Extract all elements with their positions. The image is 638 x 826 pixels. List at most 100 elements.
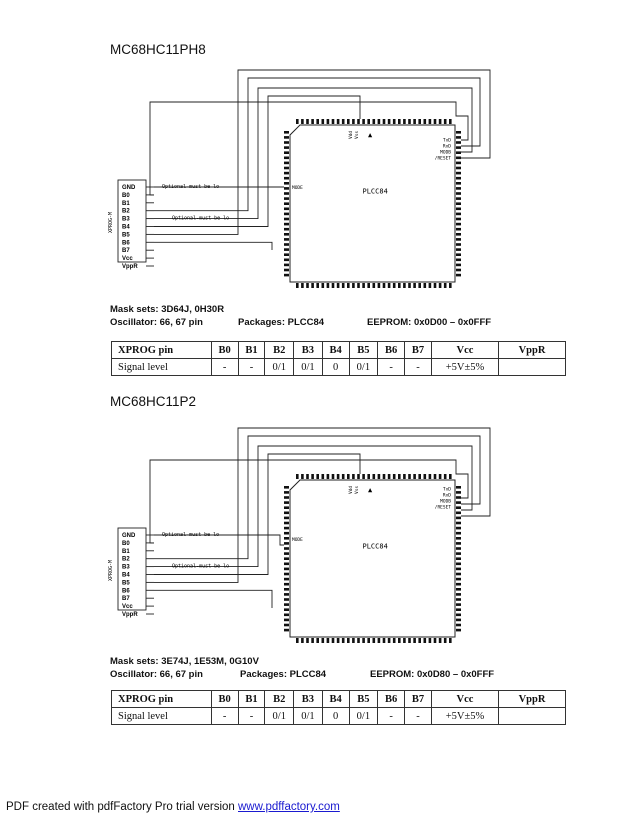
chip-pin	[284, 603, 289, 606]
chip-pin	[296, 638, 299, 643]
chip-pin	[456, 567, 461, 571]
chip-pin	[284, 598, 289, 601]
table-cell	[498, 707, 566, 725]
top-pin-label: Vss	[354, 486, 360, 494]
chip-pin	[456, 192, 461, 195]
chip-pin	[284, 501, 289, 504]
table-header-cell: XPROG pin	[111, 690, 212, 708]
chip-pin	[428, 119, 432, 124]
wire-b0	[149, 101, 469, 196]
chip-pin	[321, 474, 325, 479]
chip-pin	[449, 638, 452, 643]
wire-b0	[149, 459, 469, 544]
chip-pin	[456, 253, 461, 256]
chip-pin	[284, 243, 289, 246]
connector-pin-label: B2	[122, 557, 130, 563]
chip-pin	[284, 496, 289, 499]
chip-pin	[456, 258, 461, 262]
footer-text: PDF created with pdfFactory Pro trial ve…	[6, 801, 238, 813]
chip-pin	[403, 474, 406, 479]
table-header-cell: B4	[321, 690, 350, 708]
chip-pin	[377, 119, 381, 124]
chip-pin	[398, 283, 401, 288]
chip-pin	[392, 638, 396, 643]
chip-pin	[284, 166, 289, 170]
connector-pin-label: B3	[122, 565, 130, 571]
connector-pin-label: B2	[122, 209, 130, 215]
chip-pin	[284, 182, 289, 185]
chip-pin	[456, 547, 461, 550]
chip-pin	[456, 577, 461, 581]
chip-pin	[408, 474, 411, 479]
chip-pin	[456, 557, 461, 560]
chip-pin	[331, 283, 335, 288]
chip-pin	[449, 283, 452, 288]
table-cell: 0/1	[293, 707, 323, 725]
chip-pin	[413, 638, 416, 643]
wire-b6	[154, 589, 273, 608]
connector-pin-label: B0	[122, 193, 130, 199]
chip-pin	[408, 283, 411, 288]
chip-pin	[449, 119, 452, 124]
chip-pin	[456, 491, 461, 494]
chip-pin	[326, 283, 330, 288]
right-pin-label: TxD	[443, 138, 451, 144]
chip-pin	[284, 557, 289, 560]
chip-pin	[311, 119, 314, 124]
connector-pin-label: B4	[122, 573, 130, 579]
wire-b5	[154, 69, 491, 235]
chip-pin	[456, 521, 461, 525]
chip-pin	[284, 608, 289, 611]
chip-pin	[306, 474, 309, 479]
chip-pin	[362, 474, 365, 479]
chip-pin	[456, 608, 461, 611]
chip-pin	[398, 638, 401, 643]
chip-pin	[456, 273, 461, 277]
optional-note-2: Optional-must be lo	[172, 216, 229, 222]
wire-b4	[154, 453, 361, 575]
table-header-cell: Vcc	[431, 690, 499, 708]
chip-pin	[284, 491, 289, 494]
chip-pin	[428, 474, 432, 479]
table-cell: -	[377, 707, 406, 725]
chip-pin	[284, 526, 289, 530]
connector-pin-label: GND	[122, 185, 136, 191]
chip-pin	[418, 283, 421, 288]
top-pin-label: Vss	[354, 131, 360, 139]
chip-pin	[456, 486, 461, 489]
chip-pin	[456, 197, 461, 200]
chip-pin	[392, 119, 396, 124]
chip-pin	[306, 638, 309, 643]
chip-pin	[456, 618, 461, 622]
chip-pin	[284, 146, 289, 149]
chip-pin	[456, 156, 461, 160]
section-2-title: MC68HC11P2	[110, 394, 197, 409]
chip-pin	[284, 593, 289, 596]
section-2-signal-table: XPROG pin B0 B1 B2 B3 B4 B5 B6 B7 Vcc Vp…	[111, 690, 566, 725]
chip-label: PLCC84	[363, 543, 388, 551]
table-cell: -	[237, 707, 266, 725]
chip-pin	[423, 474, 427, 479]
pdffactory-link[interactable]: www.pdffactory.com	[238, 801, 340, 813]
chip-pin	[352, 283, 355, 288]
table-header-cell: B4	[321, 341, 350, 359]
chip-pin	[398, 474, 401, 479]
chip-pin	[456, 233, 461, 236]
chip-pin	[284, 176, 289, 180]
chip-pin	[311, 474, 314, 479]
chip-pin	[413, 119, 416, 124]
chip-pin	[413, 474, 416, 479]
connector-pin-label: B4	[122, 225, 130, 231]
chip-pin	[377, 283, 381, 288]
chip-pin	[456, 222, 461, 226]
wire-b2	[154, 435, 481, 560]
chip-pin	[362, 638, 365, 643]
chip-pin	[382, 638, 386, 643]
chip-pin	[408, 638, 411, 643]
chip-pin	[456, 552, 461, 555]
connector-pin-label: B5	[122, 232, 130, 238]
top-pin-label: Vdd	[348, 486, 354, 494]
chip-pin	[284, 233, 289, 236]
chip-pin	[456, 141, 461, 144]
chip-pin	[456, 526, 461, 530]
